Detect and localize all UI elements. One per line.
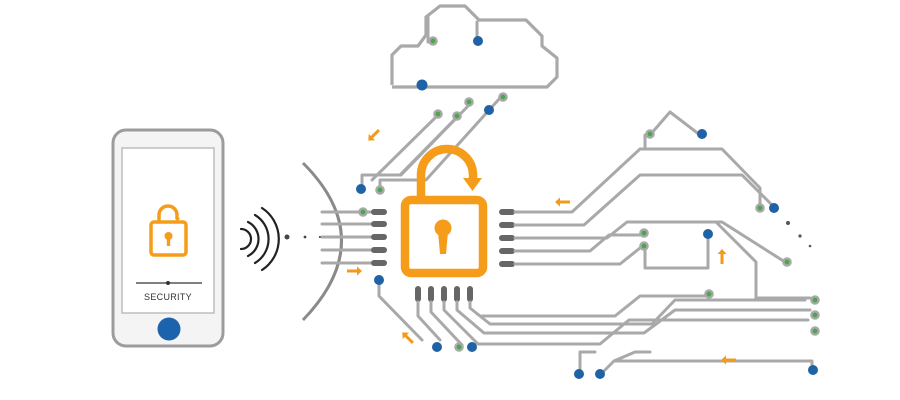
bottom-right-traces — [578, 350, 814, 375]
right-pin-traces — [513, 110, 812, 300]
wireless-signal-icon — [239, 206, 280, 272]
left-pin-traces — [320, 210, 374, 265]
direction-arrow-icon — [347, 128, 736, 365]
phone-padlock-icon — [149, 204, 188, 257]
trailing-dots — [786, 221, 812, 248]
right-pins — [499, 209, 515, 267]
signal-dots — [284, 234, 322, 240]
security-label: SECURITY — [144, 292, 192, 302]
shield-arc — [301, 161, 343, 322]
cloud-icon — [390, 4, 559, 89]
bottom-pin-traces — [416, 294, 812, 347]
smartphone-icon: SECURITY — [111, 128, 225, 348]
bottom-pins — [415, 286, 473, 302]
home-button-icon — [157, 317, 181, 341]
unlocked-padlock-icon — [400, 144, 488, 278]
circuit-traces-cloud — [360, 96, 502, 192]
left-pins — [358, 207, 387, 266]
left-lower-trace — [377, 278, 424, 342]
